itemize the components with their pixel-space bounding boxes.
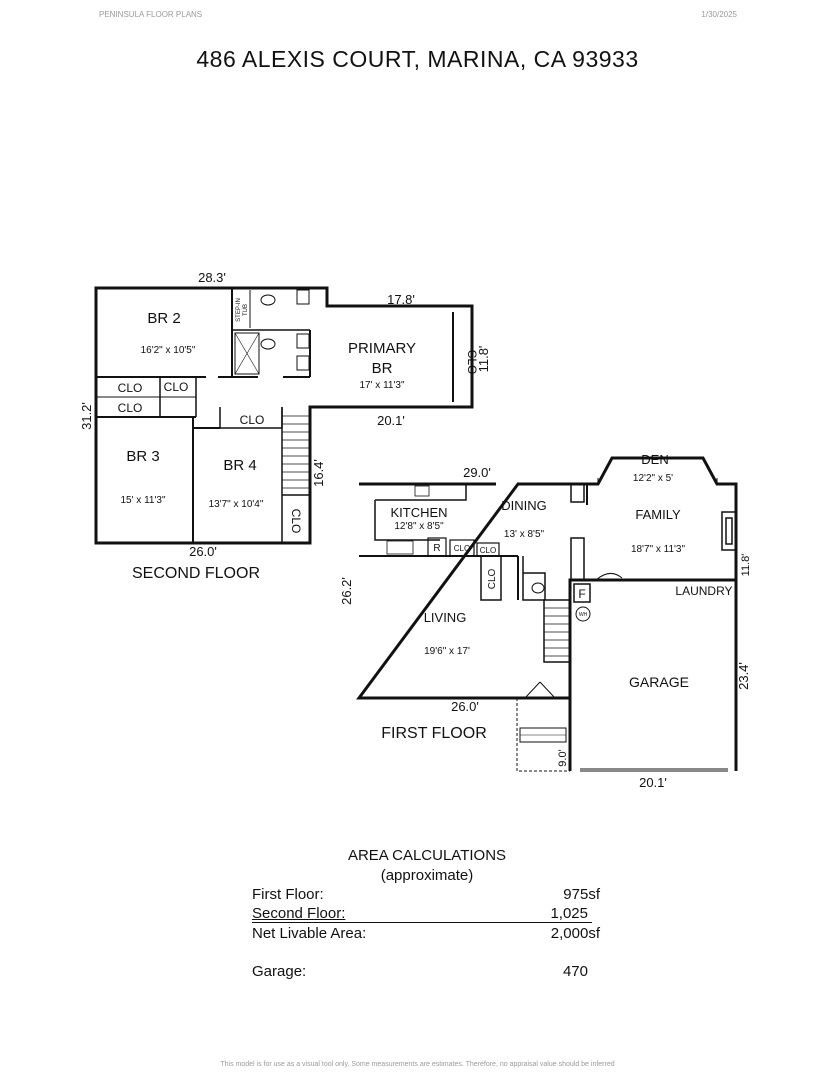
dim-primary-top: 17.8' (387, 292, 415, 307)
furnace-label: F (578, 587, 585, 601)
closet-label: CLO (240, 413, 265, 427)
room-family-name: FAMILY (635, 507, 681, 522)
room-kitchen-name: KITCHEN (390, 505, 447, 520)
dim-porch: 9.0' (557, 749, 569, 766)
room-garage-name: GARAGE (629, 674, 689, 690)
area-row-second: Second Floor: 1,025 (252, 905, 602, 925)
room-br2-name: BR 2 (147, 310, 180, 327)
closet-label: CLO (289, 509, 303, 534)
closet-label: CLO (118, 401, 143, 415)
dim-garage-bottom: 20.1' (639, 775, 667, 790)
area-row-value: 1,025 (550, 905, 588, 922)
room-br4-name: BR 4 (223, 457, 256, 474)
area-row-first: First Floor: 975sf (252, 886, 602, 906)
room-dining-size: 13' x 8'5" (504, 529, 545, 540)
area-rule (252, 922, 592, 923)
area-subheading: (approximate) (380, 867, 474, 884)
closet-label: CLO (480, 546, 496, 555)
room-primary-name2: BR (372, 360, 393, 377)
area-row-value: 975sf (563, 886, 600, 903)
first-floor-outer-wall (356, 456, 738, 700)
room-living-size: 19'6" x 17' (424, 646, 470, 657)
dim-second-bottom: 26.0' (189, 544, 217, 559)
closet-label: CLO (487, 568, 498, 589)
tub-label-1: STEP-IN (236, 298, 242, 322)
room-den-name: DEN (641, 452, 668, 467)
dim-second-stair: 16.4' (311, 459, 326, 487)
room-br3-size: 15' x 11'3" (121, 495, 166, 506)
fridge-label: R (433, 543, 440, 554)
closet-label: CLO (164, 380, 189, 394)
room-br4-size: 13'7" x 10'4" (209, 499, 264, 510)
dim-primary-bottom: 20.1' (377, 413, 405, 428)
room-br2-size: 16'2" x 10'5" (141, 345, 196, 356)
tub-label-2: TUB (243, 304, 249, 316)
dim-first-bottom: 26.0' (451, 699, 479, 714)
company-name: PENINSULA FLOOR PLANS (99, 10, 203, 19)
area-row-label: Garage: (252, 963, 307, 980)
room-kitchen-size: 12'8" x 8'5" (394, 521, 444, 532)
water-heater-label: WH (579, 612, 588, 618)
area-row-label: Net Livable Area: (252, 925, 367, 942)
first-floor-label: FIRST FLOOR (381, 725, 487, 742)
dim-second-left: 31.2' (79, 402, 94, 430)
dim-second-top: 28.3' (198, 270, 226, 285)
dim-first-left: 26.2' (339, 577, 354, 605)
room-living-name: LIVING (424, 610, 467, 625)
room-primary-name1: PRIMARY (348, 340, 416, 357)
room-primary-size: 17' x 11'3" (360, 380, 405, 391)
dim-family-right: 11.8' (740, 554, 752, 577)
area-row-label: Second Floor: (252, 905, 346, 922)
room-br3-name: BR 3 (126, 448, 159, 465)
room-dining-name: DINING (501, 498, 547, 513)
dim-first-top: 29.0' (463, 465, 491, 480)
closet-label: CLO (465, 350, 479, 375)
second-floor-label: SECOND FLOOR (132, 565, 260, 582)
area-row-label: First Floor: (252, 886, 324, 903)
dim-second-right: 11.8' (476, 346, 491, 373)
room-laundry-name: LAUNDRY (675, 584, 732, 598)
area-heading: AREA CALCULATIONS (347, 847, 507, 864)
room-den-size: 12'2" x 5' (633, 473, 673, 484)
area-row-value: 2,000sf (550, 925, 600, 942)
second-floor-outer-wall (94, 286, 474, 545)
area-row-garage: Garage: 470 (252, 963, 602, 983)
first-floor-plan (356, 456, 738, 772)
dim-garage-right: 23.4' (736, 662, 751, 690)
room-family-size: 18'7" x 11'3" (631, 544, 686, 555)
second-floor-plan (94, 286, 474, 545)
closet-label: CLO (118, 381, 143, 395)
plan-date: 1/30/2025 (701, 10, 737, 19)
area-row-value: 470 (562, 963, 588, 980)
closet-label: CLO (454, 544, 470, 553)
property-address: 486 ALEXIS COURT, MARINA, CA 93933 (196, 46, 639, 72)
area-row-net: Net Livable Area: 2,000sf (252, 925, 602, 945)
disclaimer: This model is for use as a visual tool o… (220, 1061, 615, 1068)
